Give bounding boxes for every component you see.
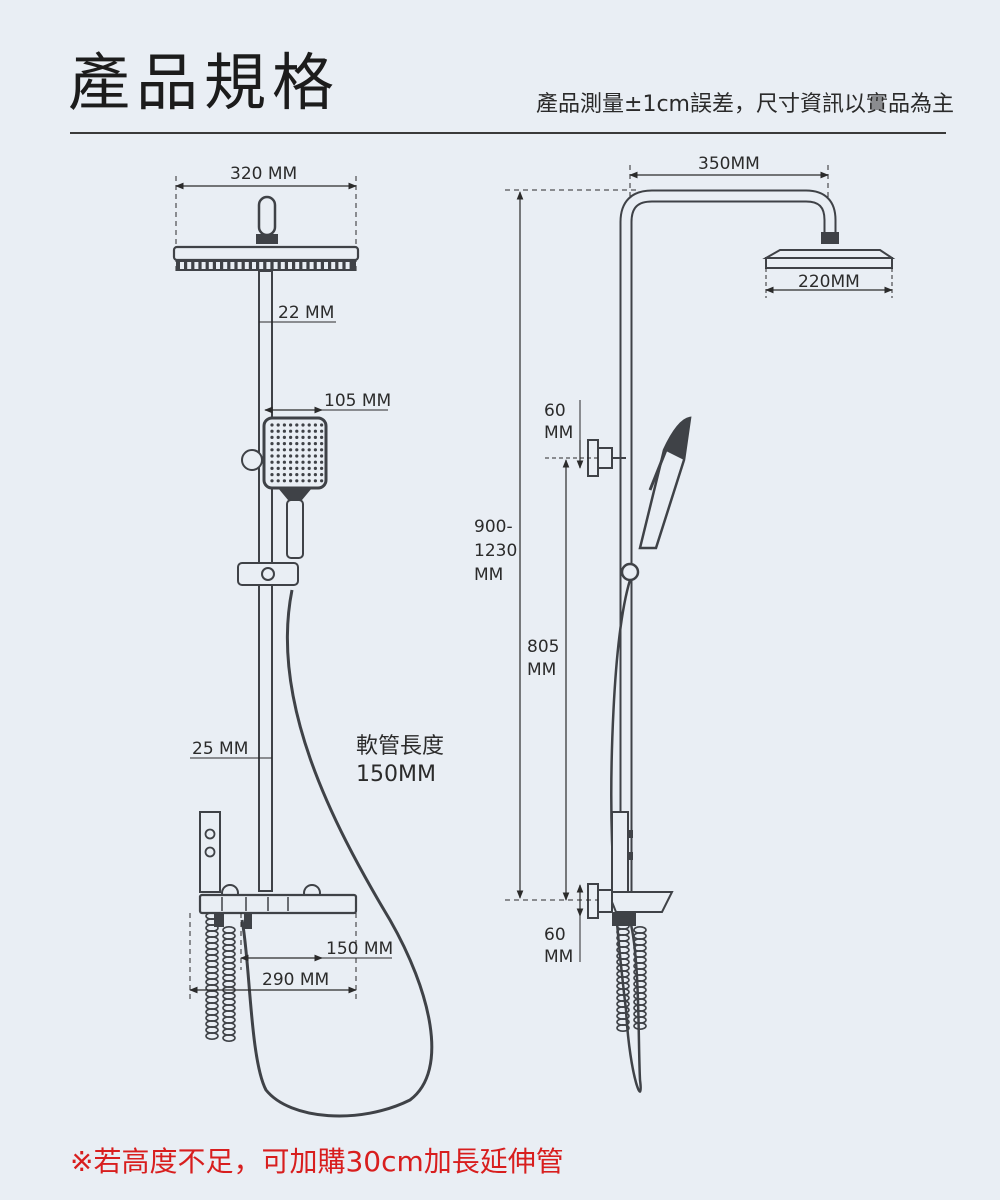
dim-top-60mm: 60 MM	[544, 400, 598, 469]
hose	[240, 589, 434, 1118]
label-805-mm: MM	[527, 660, 556, 680]
dim-bottom-60mm: 60 MM	[544, 884, 584, 967]
page-title: 產品規格	[68, 46, 341, 119]
label-22mm: 22 MM	[278, 303, 334, 323]
inlet-coil-hose	[205, 911, 236, 1043]
label-320mm: 320 MM	[230, 164, 297, 184]
hand-shower-face	[270, 423, 324, 483]
label-height-c: MM	[474, 565, 503, 585]
slider-bracket	[237, 562, 299, 586]
label-290mm: 290 MM	[262, 970, 329, 990]
nozzle-row	[180, 262, 350, 269]
label-bottom-60: 60	[544, 925, 566, 945]
extension-note: ※若高度不足，可加購30cm加長延伸管	[70, 1145, 564, 1178]
label-top-mm: MM	[544, 423, 573, 443]
wall-bracket-bottom	[587, 883, 613, 919]
dim-slide-805mm: 805 MM	[527, 459, 570, 901]
dim-mixer-150mm: 150 MM	[189, 913, 393, 1000]
side-view: 350MM 220MM 900- 1230 MM	[474, 154, 896, 1093]
dim-total-height: 900- 1230 MM	[474, 191, 524, 899]
label-805: 805	[527, 637, 559, 657]
rain-shower-head	[172, 195, 360, 271]
label-height-b: 1230	[474, 541, 517, 561]
dim-mixer-290mm: 290 MM	[189, 970, 357, 994]
hand-shower	[241, 416, 328, 559]
side-control-module	[611, 811, 633, 893]
label-hose-length-value: 150MM	[356, 762, 436, 787]
side-hose	[610, 579, 642, 1093]
front-view: 320 MM 22 MM 105 MM	[172, 164, 444, 1118]
wall-bracket-top	[587, 439, 626, 477]
side-inlet-coil-hose	[616, 915, 647, 1033]
label-hose-length: 軟管長度	[356, 734, 444, 759]
control-panel	[199, 811, 221, 893]
dim-pipe-22mm: 22 MM	[259, 303, 336, 323]
dim-arm-350mm: 350MM	[629, 154, 829, 260]
side-riser-arm	[619, 189, 839, 900]
label-25mm: 25 MM	[192, 739, 248, 759]
dim-pipe-25mm: 25 MM	[190, 739, 272, 759]
dim-hand-shower-105mm: 105 MM	[264, 391, 391, 414]
label-105mm: 105 MM	[324, 391, 391, 411]
mixer-body	[198, 884, 358, 929]
label-bottom-mm: MM	[544, 947, 573, 967]
measurement-note: 產品測量±1cm誤差，尺寸資訊以實品為主	[536, 92, 954, 117]
label-top-60: 60	[544, 401, 566, 421]
label-height-a: 900-	[474, 517, 513, 537]
label-350mm: 350MM	[698, 154, 760, 174]
dim-head-220mm: 220MM	[765, 268, 893, 298]
label-220mm: 220MM	[798, 272, 860, 292]
header-divider	[70, 132, 946, 134]
label-150mm: 150 MM	[326, 939, 393, 959]
side-shower-head	[762, 249, 896, 269]
